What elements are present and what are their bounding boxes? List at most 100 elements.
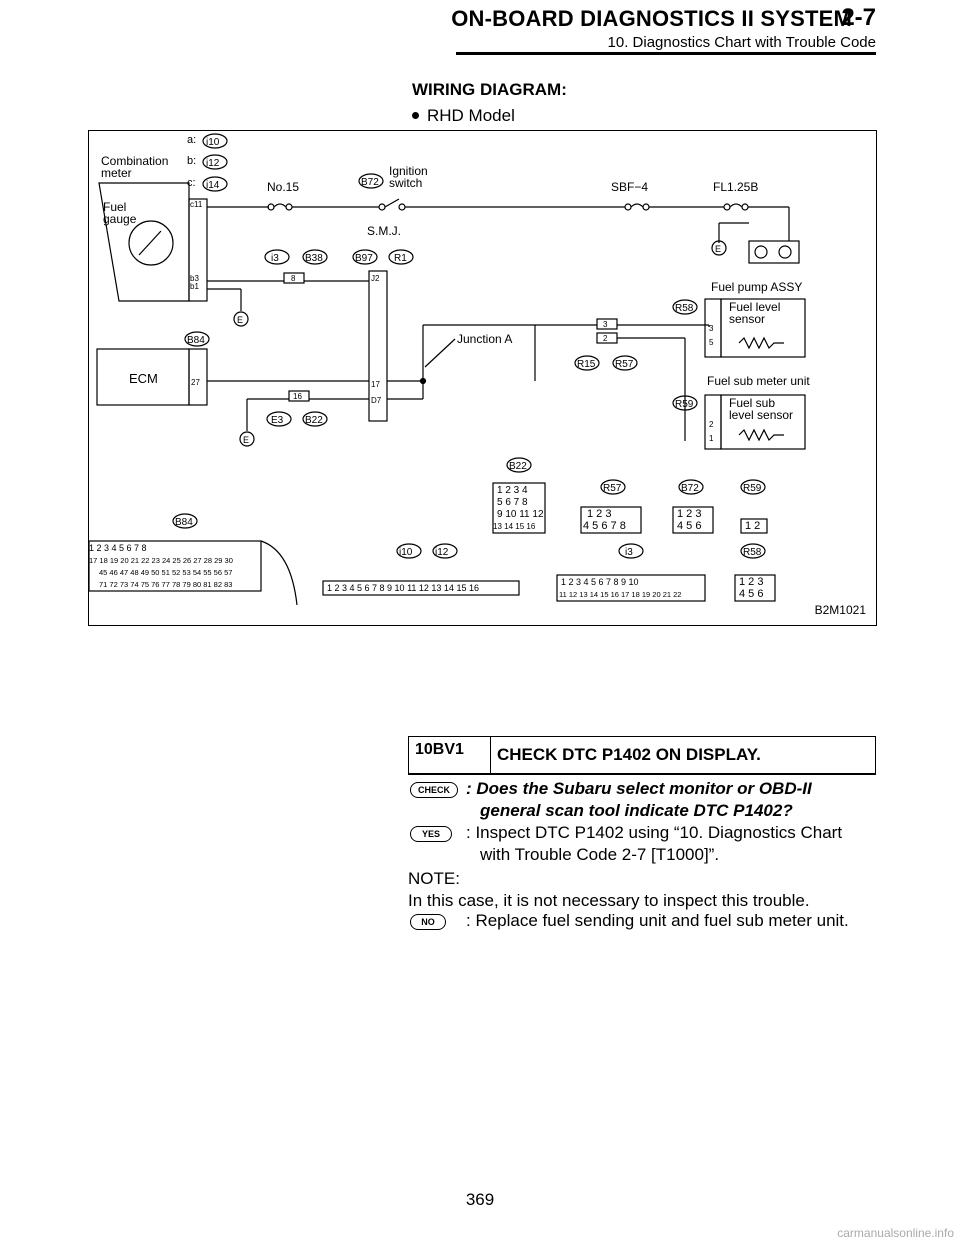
i3-row-1: 1 2 3 4 5 6 7 8 9 10 xyxy=(561,577,639,587)
pin-j2: J2 xyxy=(371,274,380,283)
tag-i3: i3 xyxy=(271,253,279,264)
ground-e-battery: E xyxy=(715,244,721,254)
label-a: a: xyxy=(187,134,196,146)
header-section-code: 2-7 xyxy=(841,4,876,31)
b22-row-3: 9 10 11 12 xyxy=(497,509,544,520)
pin-c11: c11 xyxy=(190,200,203,209)
no-answer: : Replace fuel sending unit and fuel sub… xyxy=(466,911,849,930)
tag-r15: R15 xyxy=(577,359,596,370)
yes-answer: : Inspect DTC P1402 using “10. Diagnosti… xyxy=(466,822,876,866)
header-rule xyxy=(456,52,876,55)
header-title: ON-BOARD DIAGNOSTICS II SYSTEM xyxy=(451,6,852,31)
step-title: CHECK DTC P1402 ON DISPLAY. xyxy=(497,745,761,764)
label-fuel-level: Fuel level xyxy=(729,300,780,314)
tag-b72-top: B72 xyxy=(361,177,379,188)
b72-row-2: 4 5 6 xyxy=(677,520,701,532)
r58-row-1: 1 2 3 xyxy=(739,576,763,588)
b72-row-1: 1 2 3 xyxy=(677,508,701,520)
label-b: b: xyxy=(187,155,196,167)
header-subtitle: 10. Diagnostics Chart with Trouble Code xyxy=(607,34,876,51)
tag-i10: i10 xyxy=(206,137,220,148)
tag-i14: i14 xyxy=(206,180,220,191)
label-fuel-sub-meter-unit: Fuel sub meter unit xyxy=(707,374,810,388)
label-fuel-pump-assy: Fuel pump ASSY xyxy=(711,280,802,294)
r57-row-1: 1 2 3 xyxy=(587,508,611,520)
tag-b38: B38 xyxy=(305,253,323,264)
r58-row-2: 4 5 6 xyxy=(739,588,763,600)
i10-i12-row: 1 2 3 4 5 6 7 8 9 10 11 12 13 14 15 16 xyxy=(327,583,479,593)
model-bullet: RHD Model xyxy=(412,106,515,126)
pin-8: 8 xyxy=(291,274,296,283)
yes-text-2: with Trouble Code 2-7 [T1000]”. xyxy=(480,845,720,864)
tag-i10-face: i10 xyxy=(399,547,413,558)
pin-27: 27 xyxy=(191,378,200,387)
fuel-gauge-dial xyxy=(128,220,174,266)
b84-row-4: 71 72 73 74 75 76 77 78 79 80 81 82 83 xyxy=(99,580,232,589)
tag-r58: R58 xyxy=(675,303,694,314)
meter-connector xyxy=(188,198,208,302)
b22-row-1: 1 2 3 4 xyxy=(497,485,528,496)
label-ecm: ECM xyxy=(129,371,158,386)
pin-2-r57: 2 xyxy=(603,334,608,343)
step-header: 10BV1 CHECK DTC P1402 ON DISPLAY. xyxy=(408,736,876,775)
label-meter: meter xyxy=(101,166,132,180)
note-label: NOTE: xyxy=(408,869,460,888)
tag-r59: R59 xyxy=(675,399,694,410)
check-question: : Does the Subaru select monitor or OBD-… xyxy=(466,778,876,822)
pin-3-r57: 3 xyxy=(603,320,608,329)
smj-connector xyxy=(368,270,388,422)
label-gauge: gauge xyxy=(103,212,137,226)
ecm-connector xyxy=(188,348,208,406)
tag-b22: B22 xyxy=(305,415,323,426)
diagram-id: B2M1021 xyxy=(814,603,866,617)
label-smj: S.M.J. xyxy=(367,224,401,238)
label-sbf4: SBF−4 xyxy=(611,180,648,194)
ground-e-meter: E xyxy=(237,315,243,325)
fuel-level-sensor-box xyxy=(720,298,806,358)
tag-b84-face: B84 xyxy=(175,517,193,528)
step-number: 10BV1 xyxy=(409,737,491,773)
label-level-sensor: level sensor xyxy=(729,408,793,422)
label-switch: switch xyxy=(389,176,422,190)
check-badge-icon: CHECK xyxy=(410,782,458,798)
tag-r1: R1 xyxy=(394,253,407,264)
tag-r58-face: R58 xyxy=(743,547,762,558)
pin-1-r59: 1 xyxy=(709,434,714,443)
tag-r57: R57 xyxy=(615,359,634,370)
model-label: RHD Model xyxy=(427,106,515,125)
b38-connector xyxy=(283,272,305,284)
label-junction-a: Junction A xyxy=(457,332,512,346)
note-text: In this case, it is not necessary to ins… xyxy=(408,891,810,910)
tag-i12: i12 xyxy=(206,158,220,169)
label-combination: Combination xyxy=(101,154,168,168)
label-ignition: Ignition xyxy=(389,164,428,178)
tag-i3-face: i3 xyxy=(625,547,633,558)
pin-b1: b1 xyxy=(190,282,199,291)
tag-i12-face: i12 xyxy=(435,547,449,558)
pin-5-r58: 5 xyxy=(709,338,714,347)
no-badge-icon: NO xyxy=(410,914,446,930)
watermark: carmanualsonline.info xyxy=(837,1226,954,1240)
pin-17: 17 xyxy=(371,380,380,389)
tag-b97: B97 xyxy=(355,253,373,264)
tag-e3: E3 xyxy=(271,415,284,426)
bullet-icon xyxy=(412,112,419,120)
b22-row-4: 13 14 15 16 xyxy=(493,522,536,531)
yes-badge-icon: YES xyxy=(410,826,452,842)
pin-3-r58: 3 xyxy=(709,324,714,333)
label-fuel: Fuel xyxy=(103,200,126,214)
b84-row-3: 45 46 47 48 49 50 51 52 53 54 55 56 57 xyxy=(99,568,232,577)
tag-b22-face: B22 xyxy=(509,461,527,472)
b22-inline-connector xyxy=(288,390,310,402)
tag-b84: B84 xyxy=(187,335,205,346)
fuel-sub-level-sensor-box xyxy=(720,394,806,450)
tag-r57-face: R57 xyxy=(603,483,622,494)
label-c: c: xyxy=(187,177,196,189)
r57-row-2: 4 5 6 7 8 xyxy=(583,520,626,532)
check-text-2: general scan tool indicate DTC P1402? xyxy=(480,801,793,820)
tag-r59-face: R59 xyxy=(743,483,762,494)
wiring-diagram: Combination meter a: b: c: i10 i12 i14 F… xyxy=(88,130,877,626)
pin-d7: D7 xyxy=(371,396,382,405)
battery xyxy=(748,240,800,264)
i3-row-2: 11 12 13 14 15 16 17 18 19 20 21 22 xyxy=(559,590,681,599)
